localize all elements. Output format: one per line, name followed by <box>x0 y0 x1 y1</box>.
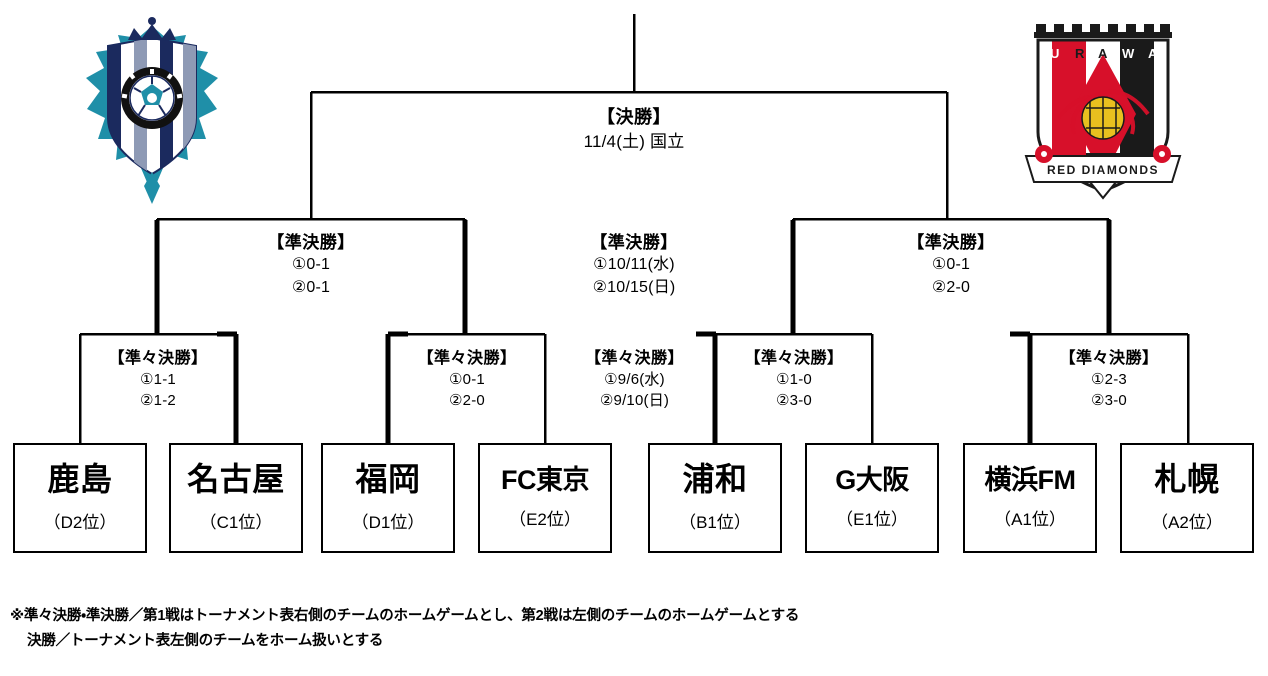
team-box-yokohama-fm[interactable]: 横浜FM （A1位） <box>963 443 1097 553</box>
quarterfinal-1-leg1: ①1-1 <box>140 371 176 389</box>
quarterfinal-3-leg2: ②9/10(日) <box>599 391 670 409</box>
team-box-fukuoka[interactable]: 福岡 （D1位） <box>321 443 455 553</box>
team-name: 福岡 <box>355 461 421 498</box>
quarterfinal-2-leg2: ②2-0 <box>449 391 485 409</box>
quarterfinal-3-leg1: ①9/6(水) <box>604 371 665 389</box>
team-name: 横浜FM <box>984 464 1076 495</box>
team-rank: （B1位） <box>679 512 751 532</box>
semifinal-left-leg2: ②0-1 <box>291 278 331 296</box>
match-quarterfinal-2: 【準々決勝】 ①0-1 ②2-0 <box>387 348 547 411</box>
quarterfinal-1-leg2: ②1-2 <box>140 391 176 409</box>
footnote-line-1: ※準々決勝・準決勝／第1戦はトーナメント表右側のチームのホームゲームとし、第2戦… <box>10 608 800 624</box>
match-semifinal-left: 【準決勝】 ①0-1 ②0-1 <box>191 231 431 299</box>
team-name: 浦和 <box>682 461 748 498</box>
semifinal-center-leg1: ①10/11(水) <box>593 256 675 274</box>
team-box-sapporo[interactable]: 札幌 （A2位） <box>1120 443 1254 553</box>
svg-text:A: A <box>1148 46 1158 61</box>
team-rank: （A2位） <box>1151 512 1223 532</box>
quarterfinal-5-leg2: ②3-0 <box>1091 391 1127 409</box>
semifinal-right-round-label: 【準決勝】 <box>907 233 995 252</box>
quarterfinal-4-leg2: ②3-0 <box>776 391 812 409</box>
team-name: FC東京 <box>501 464 590 495</box>
urawa-red-diamonds-crest-icon: U R A W A RED DIAMONDS <box>1024 24 1182 200</box>
team-rank: （C1位） <box>199 512 273 532</box>
team-rank: （E2位） <box>509 510 581 530</box>
team-box-fc-tokyo[interactable]: FC東京 （E2位） <box>478 443 612 553</box>
semifinal-right-leg1: ①0-1 <box>931 256 971 274</box>
match-semifinal-center: 【準決勝】 ①10/11(水) ②10/15(日) <box>509 231 759 299</box>
semifinal-center-round-label: 【準決勝】 <box>590 233 678 252</box>
team-name: 鹿島 <box>47 461 113 498</box>
team-rank: （D2位） <box>43 512 117 532</box>
svg-text:W: W <box>1122 46 1135 61</box>
quarterfinal-4-leg1: ①1-0 <box>776 371 812 389</box>
quarterfinal-1-round-label: 【準々決勝】 <box>108 350 208 367</box>
footnote-line-2: 決勝／トーナメント表左側のチームをホーム扱いとする <box>27 633 384 650</box>
match-semifinal-right: 【準決勝】 ①0-1 ②2-0 <box>831 231 1071 299</box>
semifinal-left-round-label: 【準決勝】 <box>267 233 355 252</box>
final-round-label: 【決勝】 <box>597 107 671 127</box>
team-rank: （D1位） <box>351 512 425 532</box>
team-name: 名古屋 <box>187 461 285 498</box>
quarterfinal-4-round-label: 【準々決勝】 <box>744 350 844 367</box>
team-name: 札幌 <box>1154 461 1220 498</box>
match-quarterfinal-3: 【準々決勝】 ①9/6(水) ②9/10(日) <box>552 348 717 411</box>
quarterfinal-2-leg1: ①0-1 <box>449 371 485 389</box>
team-box-urawa[interactable]: 浦和 （B1位） <box>648 443 782 553</box>
final-detail: 11/4(土) 国立 <box>583 131 685 151</box>
match-quarterfinal-5: 【準々決勝】 ①2-3 ②3-0 <box>1029 348 1189 411</box>
svg-text:U: U <box>1050 46 1061 61</box>
team-box-kashima[interactable]: 鹿島 （D2位） <box>13 443 147 553</box>
semifinal-center-leg2: ②10/15(日) <box>592 278 676 296</box>
semifinal-left-leg1: ①0-1 <box>291 256 331 274</box>
team-box-gamba-osaka[interactable]: G大阪 （E1位） <box>805 443 939 553</box>
semifinal-right-leg2: ②2-0 <box>931 278 971 296</box>
svg-text:A: A <box>1098 46 1108 61</box>
team-rank: （E1位） <box>836 510 908 530</box>
team-name: G大阪 <box>835 464 909 495</box>
svg-text:R: R <box>1075 46 1085 61</box>
match-quarterfinal-1: 【準々決勝】 ①1-1 ②1-2 <box>78 348 238 411</box>
team-rank: （A1位） <box>994 510 1066 530</box>
avispa-fukuoka-crest-icon <box>82 17 222 204</box>
match-quarterfinal-4: 【準々決勝】 ①1-0 ②3-0 <box>714 348 874 411</box>
quarterfinal-5-leg1: ①2-3 <box>1091 371 1127 389</box>
quarterfinal-5-round-label: 【準々決勝】 <box>1059 350 1159 367</box>
svg-text:RED DIAMONDS: RED DIAMONDS <box>1047 163 1159 177</box>
quarterfinal-3-round-label: 【準々決勝】 <box>584 350 684 367</box>
quarterfinal-2-round-label: 【準々決勝】 <box>417 350 517 367</box>
footnote: ※準々決勝・準決勝／第1戦はトーナメント表右側のチームのホームゲームとし、第2戦… <box>10 604 1250 655</box>
team-box-nagoya[interactable]: 名古屋 （C1位） <box>169 443 303 553</box>
match-final: 【決勝】 11/4(土) 国立 <box>484 105 784 153</box>
